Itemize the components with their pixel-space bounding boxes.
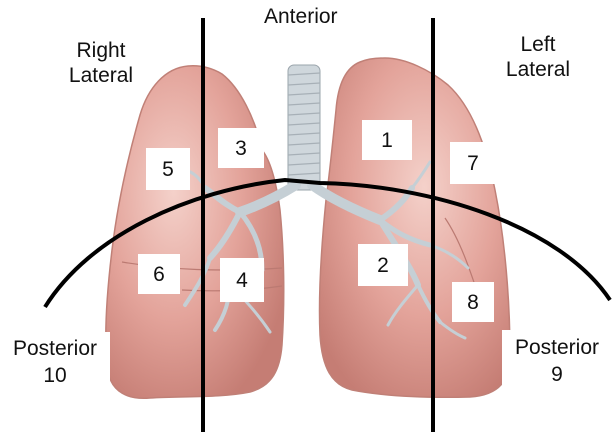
left-lateral-line2: Lateral [500,57,576,82]
zone-8-label: 8 [452,282,494,322]
zone-4-label: 4 [220,258,264,302]
right-lateral-line1: Right [66,38,136,63]
zone-5-label: 5 [146,148,190,190]
posterior-10-number: 10 [43,362,66,389]
right-lung [106,66,284,398]
left-lateral-line1: Left [500,32,576,57]
posterior-9-text: Posterior [515,334,599,361]
posterior-10-text: Posterior [13,335,97,362]
zone-6-label: 6 [138,254,180,294]
zone-3-label: 3 [218,128,264,168]
posterior-9-number: 9 [551,361,563,388]
right-lateral-line2: Lateral [66,63,136,88]
posterior-9-label: Posterior 9 [502,330,612,392]
posterior-10-label: Posterior 10 [0,332,110,392]
zone-7-label: 7 [450,142,496,184]
left-lateral-label: Left Lateral [500,32,576,82]
zone-1-label: 1 [362,120,412,160]
zone-2-label: 2 [358,244,408,286]
anterior-label: Anterior [264,4,338,29]
right-lateral-label: Right Lateral [66,38,136,88]
left-lung [319,58,510,397]
trachea [288,65,320,190]
